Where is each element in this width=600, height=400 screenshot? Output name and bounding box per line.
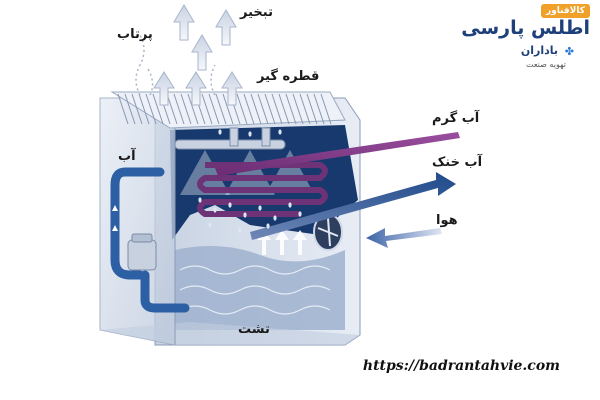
fin — [117, 93, 129, 125]
fin — [152, 93, 164, 125]
logo-title: اطلس پارسی — [461, 17, 590, 39]
fin — [278, 93, 290, 125]
water-drop — [278, 129, 282, 135]
pipe-flow-arrows — [112, 205, 118, 231]
fin — [271, 93, 283, 125]
fin — [138, 93, 150, 125]
heat-exchanger-coil — [197, 162, 328, 217]
fin — [222, 93, 234, 125]
logo-tagline: تهویه صنعت — [525, 60, 566, 69]
water-drop — [273, 215, 277, 221]
tower-interior — [170, 125, 358, 240]
water-drop — [198, 197, 202, 203]
fin — [166, 93, 178, 125]
water-drop — [258, 205, 262, 211]
fin — [215, 93, 227, 125]
drift-eliminator — [110, 91, 346, 129]
recirculation-pipe — [110, 167, 190, 313]
cold-water-pipe — [250, 172, 456, 240]
water-drops — [198, 129, 302, 233]
evaporation-arrows — [153, 4, 243, 106]
drift-plumes — [135, 34, 216, 96]
fin — [250, 93, 262, 125]
fin — [299, 93, 311, 125]
water-drop — [208, 222, 212, 228]
label-water: آب — [118, 149, 136, 164]
label-evaporation: تبخیر — [240, 5, 273, 20]
water-drop — [228, 202, 232, 208]
fin — [236, 93, 248, 125]
label-drift-eliminator: قطره گیر — [257, 69, 320, 84]
label-cold-water: آب خنک — [432, 155, 483, 170]
water-drop — [213, 207, 217, 213]
fan-logo-icon: ✤ — [564, 45, 574, 58]
water-drop — [298, 211, 302, 217]
water-drop — [248, 131, 252, 137]
fin — [208, 93, 220, 125]
water-drop — [266, 223, 270, 229]
fin — [124, 93, 136, 125]
hot-water-pipe — [215, 132, 460, 176]
air-inlet-arrow — [366, 228, 442, 248]
water-drop — [218, 129, 222, 135]
logo-brand: باداران — [520, 44, 558, 57]
website-url[interactable]: https://badrantahvie.com — [362, 358, 560, 374]
fin — [320, 93, 332, 125]
fin — [145, 93, 157, 125]
label-hot-water: آب گرم — [432, 111, 480, 126]
fin — [173, 93, 185, 125]
label-drift: پرتاب — [117, 27, 153, 42]
fin — [187, 93, 199, 125]
fin — [243, 93, 255, 125]
fin — [306, 93, 318, 125]
water-drop — [288, 202, 292, 208]
fin — [264, 93, 276, 125]
label-air: هوا — [436, 213, 458, 228]
logo-badge: کالافناور — [540, 4, 590, 18]
fin — [313, 93, 325, 125]
fin — [292, 93, 304, 125]
fin — [180, 93, 192, 125]
pump-icon — [127, 233, 157, 271]
fin — [201, 93, 213, 125]
water-drop — [238, 227, 242, 233]
basin-water — [175, 246, 345, 330]
label-basin: تشت — [238, 322, 270, 337]
brand-logo: کالافناور اطلس پارسی ✤ باداران تهویه صنع… — [461, 4, 598, 76]
fin — [257, 93, 269, 125]
fin — [131, 93, 143, 125]
water-drop — [243, 212, 247, 218]
fin — [285, 93, 297, 125]
